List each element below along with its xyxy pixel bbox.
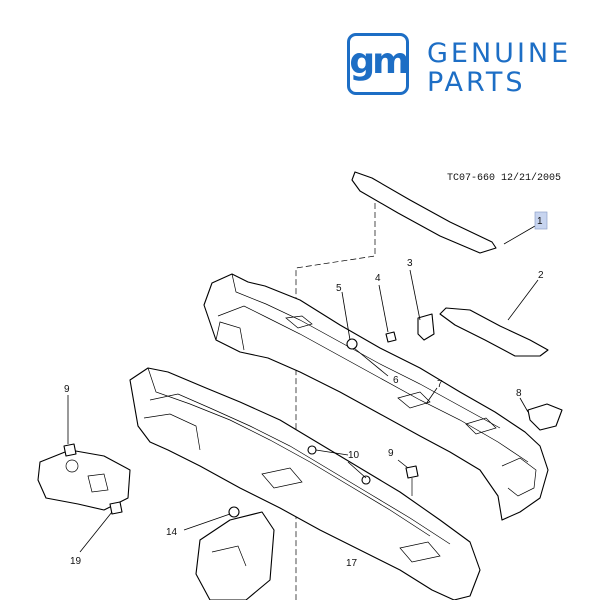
hardware bbox=[63, 313, 435, 518]
step-pad-corner bbox=[527, 403, 563, 431]
mounting-bracket bbox=[195, 507, 275, 600]
step-pad-upper bbox=[351, 171, 497, 254]
callout-7: 7 bbox=[437, 379, 443, 390]
callouts: 1 2 3 4 5 6 7 8 9 9 10 14 17 19 bbox=[64, 211, 548, 569]
callout-1-highlight bbox=[534, 211, 548, 230]
diagram-reference-code: TC07-660 12/21/2005 bbox=[447, 172, 561, 184]
callout-17: 17 bbox=[346, 558, 358, 569]
callout-4: 4 bbox=[375, 273, 381, 284]
frame-rail-stub bbox=[37, 449, 131, 511]
bumper-bar-lower bbox=[129, 367, 481, 600]
gm-logo-mark: gm bbox=[349, 41, 409, 82]
callout-6: 6 bbox=[393, 375, 399, 386]
callout-2: 2 bbox=[538, 270, 544, 281]
callout-19: 19 bbox=[70, 556, 82, 567]
callout-8: 8 bbox=[516, 388, 522, 399]
callout-5: 5 bbox=[336, 283, 342, 294]
callout-3: 3 bbox=[407, 258, 413, 269]
leader-lines bbox=[67, 225, 539, 553]
bumper-bar-upper bbox=[203, 273, 549, 521]
callout-9-left: 9 bbox=[64, 384, 70, 395]
gm-logo-badge: gm bbox=[347, 33, 410, 95]
callout-1: 1 bbox=[537, 216, 543, 227]
callout-14: 14 bbox=[166, 527, 178, 538]
callout-10: 10 bbox=[348, 450, 360, 461]
logo-text-genuine: GENUINE bbox=[427, 38, 572, 69]
callout-9-center: 9 bbox=[388, 448, 394, 459]
step-pad-lower bbox=[439, 307, 549, 357]
logo-text-parts: PARTS bbox=[427, 67, 526, 98]
